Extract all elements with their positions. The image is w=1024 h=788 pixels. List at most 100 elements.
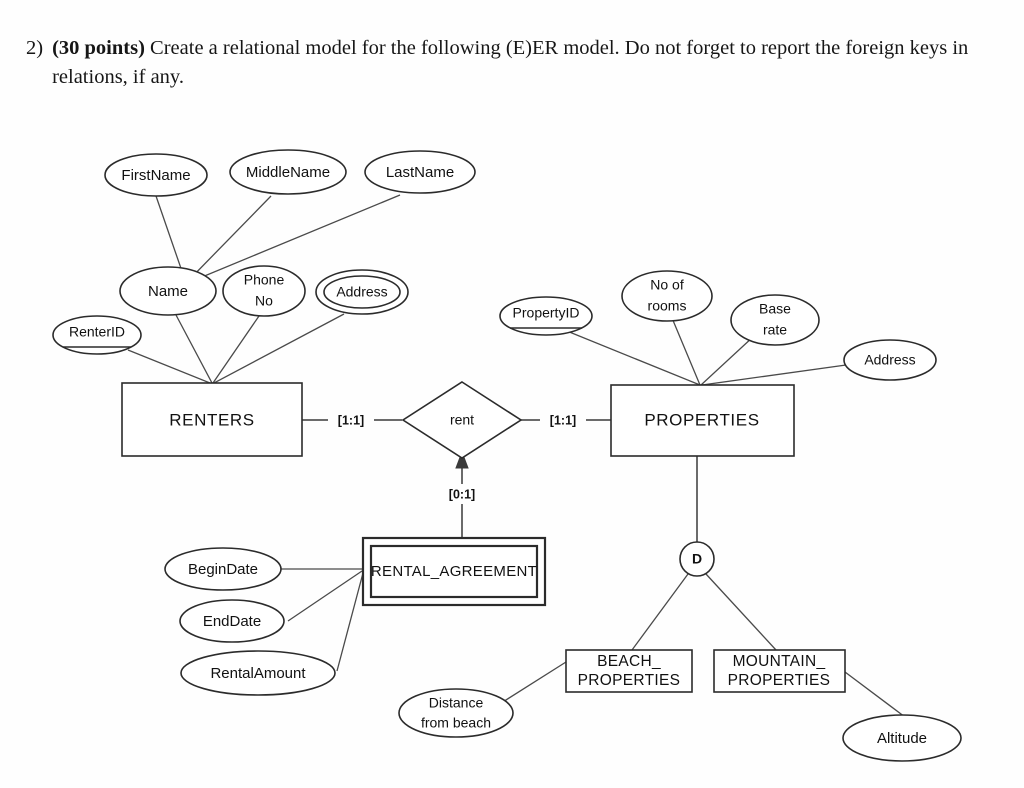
question-number: 2) [26, 37, 44, 59]
rect-properties [610, 384, 795, 457]
ellipse-distance-from-beach [398, 688, 514, 738]
label-beach-properties-line2: PROPERTIES [578, 672, 681, 689]
card-bg-1 [328, 410, 374, 430]
relationship-rent[interactable]: rent [401, 381, 523, 459]
line-firstname-name [155, 195, 186, 281]
attribute-no-of-rooms[interactable]: No of rooms [621, 270, 713, 322]
entity-mountain-properties[interactable]: MOUNTAIN_ PROPERTIES [713, 649, 846, 693]
entity-properties[interactable]: PROPERTIES [610, 384, 795, 457]
attribute-middlename[interactable]: MiddleName [229, 149, 347, 195]
line-noofrooms-properties [671, 317, 701, 386]
label-address-properties: Address [864, 352, 915, 368]
label-cardinality-rent-agreement: [0:1] [449, 487, 475, 501]
rect-mountain-properties [713, 649, 846, 693]
cardinality-renters-rent: [1:1] [328, 410, 374, 430]
entity-beach-properties[interactable]: BEACH_ PROPERTIES [565, 649, 693, 693]
label-enddate: EndDate [203, 613, 261, 630]
question-text: (30 points) Create a relational model fo… [52, 34, 976, 92]
attribute-lastname[interactable]: LastName [364, 150, 476, 194]
label-no-of-rooms-line2: rooms [648, 298, 687, 314]
question-prompt: 2) (30 points) Create a relational model… [26, 34, 976, 92]
ellipse-phone-no [222, 265, 306, 317]
ellipse-propertyid [499, 296, 593, 336]
cardinality-rent-properties: [1:1] [540, 410, 586, 430]
entity-renters[interactable]: RENTERS [121, 382, 303, 457]
label-rent: rent [450, 412, 474, 428]
entity-rental-agreement[interactable]: RENTAL_AGREEMENT [361, 536, 547, 607]
line-disjoint-mountain [705, 573, 777, 651]
attribute-firstname[interactable]: FirstName [104, 153, 208, 197]
ellipse-name [119, 266, 217, 316]
attribute-altitude[interactable]: Altitude [842, 714, 962, 762]
label-propertyid: PropertyID [513, 305, 580, 321]
attribute-rentalamount[interactable]: RentalAmount [180, 650, 336, 696]
label-address-renters: Address [336, 284, 387, 300]
attribute-phone-no[interactable]: Phone No [222, 265, 306, 317]
ellipse-firstname [104, 153, 208, 197]
line-renterid-renters [127, 349, 211, 384]
line-distance-beach [497, 661, 567, 706]
ellipse-begindate [164, 547, 282, 591]
label-name: Name [148, 283, 188, 300]
line-mountain-altitude [844, 671, 906, 718]
card-bg-3 [439, 484, 485, 504]
label-no-of-rooms-line1: No of [650, 277, 684, 293]
ellipse-renterid [52, 315, 142, 355]
label-beach-properties-line1: BEACH_ [597, 653, 661, 670]
label-rental-agreement: RENTAL_AGREEMENT [371, 563, 537, 580]
ellipse-lastname [364, 150, 476, 194]
attribute-renterid[interactable]: RenterID [52, 315, 142, 355]
attribute-enddate[interactable]: EndDate [179, 599, 285, 643]
label-distance-line2: from beach [421, 715, 491, 731]
label-base-rate-line1: Base [759, 301, 791, 317]
label-base-rate-line2: rate [763, 322, 787, 338]
label-rentalamount: RentalAmount [210, 665, 306, 682]
attribute-propertyid[interactable]: PropertyID [499, 296, 593, 336]
line-baserate-properties [700, 335, 755, 386]
diamond-rent [401, 381, 523, 459]
ellipse-no-of-rooms [621, 270, 713, 322]
line-phoneno-renters [212, 315, 260, 384]
label-lastname: LastName [386, 164, 454, 181]
attribute-address-properties[interactable]: Address [843, 339, 937, 381]
label-begindate: BeginDate [188, 561, 258, 578]
er-diagram-canvas: FirstName MiddleName LastName Name Phone… [52, 149, 962, 762]
ellipse-middlename [229, 149, 347, 195]
label-cardinality-rent-properties: [1:1] [550, 413, 576, 427]
er-diagram: FirstName MiddleName LastName Name Phone… [0, 100, 1024, 788]
label-phone-no-line2: No [255, 293, 273, 309]
label-properties: PROPERTIES [644, 410, 759, 429]
rect-beach-properties [565, 649, 693, 693]
rect-renters [121, 382, 303, 457]
label-renterid: RenterID [69, 324, 125, 340]
label-mountain-properties-line1: MOUNTAIN_ [733, 653, 826, 670]
line-address-properties [701, 364, 847, 386]
specialization-disjoint[interactable]: D [679, 541, 715, 577]
label-renters: RENTERS [169, 410, 254, 429]
ellipse-rentalamount [180, 650, 336, 696]
ellipse-enddate [179, 599, 285, 643]
card-bg-2 [540, 410, 586, 430]
line-middlename-name [187, 195, 272, 282]
line-enddate-agreement [287, 570, 363, 622]
attribute-begindate[interactable]: BeginDate [164, 547, 282, 591]
label-firstname: FirstName [121, 167, 190, 184]
line-name-renters [175, 314, 213, 384]
question-body: Create a relational model for the follow… [52, 37, 969, 89]
label-altitude: Altitude [877, 730, 927, 747]
attribute-distance-from-beach[interactable]: Distance from beach [398, 688, 514, 738]
circle-disjoint [679, 541, 715, 577]
attribute-address-renters[interactable]: Address [315, 269, 409, 315]
ellipse-address-renters-inner [323, 275, 401, 309]
attribute-base-rate[interactable]: Base rate [730, 294, 820, 346]
question-points: (30 points) [52, 37, 145, 59]
line-propertyid-properties [561, 328, 701, 386]
attribute-name[interactable]: Name [119, 266, 217, 316]
arrowhead-rent-rental-agreement [455, 450, 469, 469]
line-disjoint-beach [631, 573, 689, 651]
label-cardinality-renters-rent: [1:1] [338, 413, 364, 427]
cardinality-rent-agreement: [0:1] [439, 484, 485, 504]
label-mountain-properties-line2: PROPERTIES [728, 672, 831, 689]
line-rentalamount-agreement [336, 572, 364, 672]
